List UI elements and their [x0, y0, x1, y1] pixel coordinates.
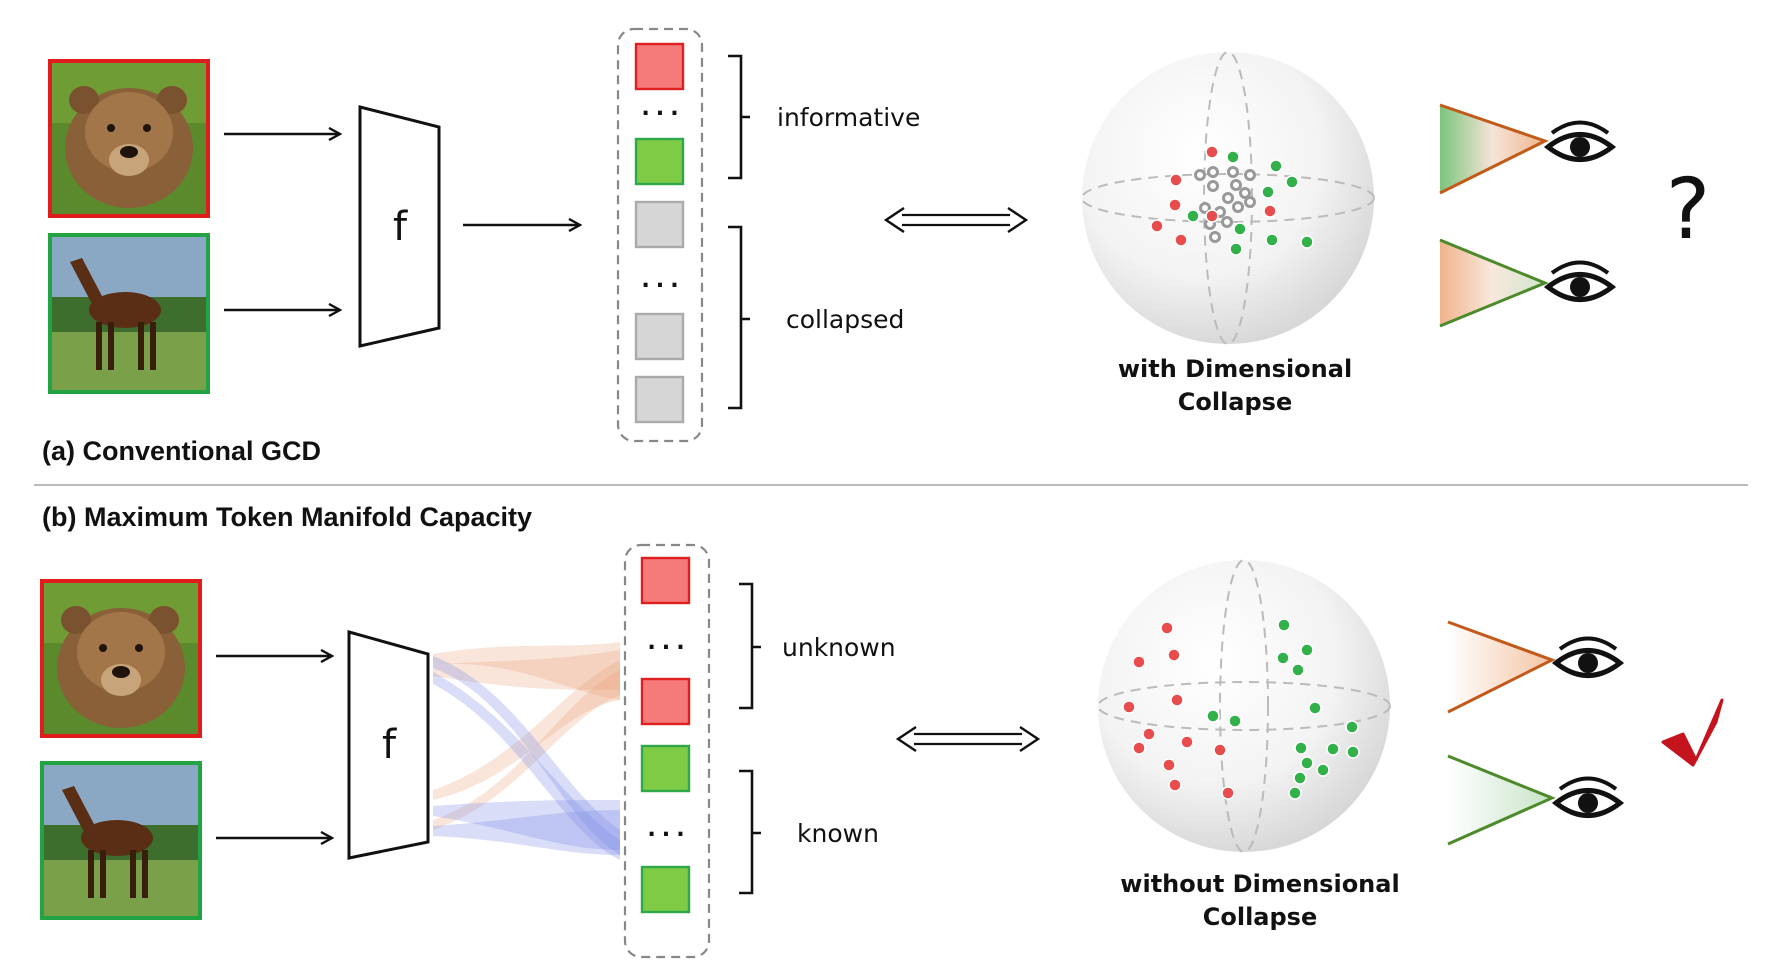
- view-cone-bottom-b: [1447, 754, 1556, 846]
- horse-image-icon: [40, 761, 202, 920]
- token-red: [634, 42, 685, 91]
- panel-b: (b) Maximum Token Manifold Capacity: [40, 502, 1724, 959]
- bracket-known: [739, 769, 761, 895]
- horse-image-icon: [48, 233, 210, 394]
- sphere-caption-a-line2: Collapse: [1178, 388, 1293, 416]
- bracket-collapsed: [728, 225, 750, 410]
- bear-image-icon: [40, 579, 202, 738]
- bear-image-icon: [48, 59, 210, 218]
- sphere-caption-a-line1: with Dimensional: [1118, 355, 1352, 383]
- sphere-caption-b-line1: without Dimensional: [1120, 870, 1399, 898]
- eye-icon: [1551, 636, 1625, 678]
- token-red: [640, 677, 691, 726]
- encoder-label: f: [393, 204, 408, 250]
- bracket-label-unknown: unknown: [782, 633, 896, 662]
- bracket-unknown: [739, 582, 761, 710]
- sphere-caption-b-line2: Collapse: [1203, 903, 1318, 931]
- token-flow-bands: [433, 642, 620, 860]
- view-cone-top-b: [1447, 620, 1556, 714]
- eye-icon: [1543, 120, 1617, 162]
- panel-title-a: (a) Conventional GCD: [42, 436, 321, 466]
- token-ellipsis: ...: [644, 627, 687, 655]
- token-green: [634, 137, 685, 186]
- embedding-sphere-collapsed: [1081, 51, 1375, 345]
- encoder-block: [347, 630, 430, 860]
- token-ellipsis: ...: [638, 93, 681, 121]
- equivalence-arrow: [883, 207, 1029, 233]
- panel-title-b: (b) Maximum Token Manifold Capacity: [42, 502, 532, 532]
- view-cone-bottom-a: [1439, 238, 1549, 328]
- token-green: [640, 744, 691, 793]
- embedding-sphere-uniform: [1097, 559, 1391, 853]
- bracket-label-known: known: [797, 819, 879, 848]
- eye-icon: [1543, 260, 1617, 302]
- token-green: [640, 865, 691, 914]
- token-gray: [634, 375, 685, 424]
- token-red: [640, 556, 691, 605]
- panel-a: f ... ... informative collapsed: [42, 27, 1711, 466]
- token-ellipsis: ...: [644, 814, 687, 842]
- token-ellipsis: ...: [638, 265, 681, 293]
- eye-icon: [1551, 776, 1625, 818]
- bracket-label-collapsed: collapsed: [786, 305, 904, 334]
- checkmark-icon: [1661, 698, 1724, 767]
- bracket-informative: [728, 54, 750, 180]
- token-gray: [634, 312, 685, 361]
- bracket-label-informative: informative: [777, 103, 920, 132]
- question-mark-icon: ?: [1666, 160, 1711, 258]
- encoder-label: f: [382, 722, 397, 768]
- view-cone-top-a: [1439, 103, 1549, 195]
- equivalence-arrow: [895, 726, 1041, 752]
- token-gray: [634, 200, 685, 249]
- encoder-block: [358, 105, 441, 348]
